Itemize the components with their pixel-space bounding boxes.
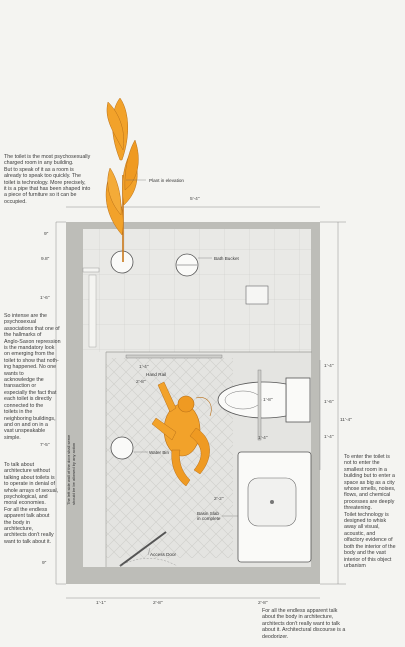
label-water-bin: Water Bin xyxy=(149,450,169,455)
label-hand-rail: Hand Rail xyxy=(146,372,167,377)
dim-in-22: 2'-2" xyxy=(214,497,224,502)
dim-right-total: 11'-4" xyxy=(340,418,352,423)
dim-right-14b: 1'-4" xyxy=(324,435,334,440)
label-access-door: Access Door xyxy=(150,552,177,557)
left-floor-strip xyxy=(83,352,106,567)
hand-rail-right xyxy=(257,369,262,441)
dim-top-width: 5'-4" xyxy=(190,197,200,202)
person-figure xyxy=(151,381,212,487)
dim-bot-28b: 2'-8" xyxy=(258,601,268,606)
hand-rail-top xyxy=(125,354,223,359)
toilet-tank xyxy=(285,377,311,423)
access-door-swing xyxy=(119,558,178,567)
plant-pot xyxy=(110,250,134,274)
bath-area xyxy=(83,229,311,352)
wall-fixture xyxy=(245,285,269,305)
access-door-leaf xyxy=(119,531,167,567)
dim-right-14a: 1'-4" xyxy=(324,364,334,369)
toilet-bowl xyxy=(217,381,287,419)
dim-in-28: 2'-8" xyxy=(136,380,146,385)
dim-left-9: 9" xyxy=(44,232,49,237)
note-psyche: So intense are the psychosexual associat… xyxy=(4,313,61,441)
dim-in-14c: 1'-4" xyxy=(258,436,268,441)
dim-bot-11: 1'-1" xyxy=(96,601,106,606)
dim-left-9b: 9" xyxy=(42,561,47,566)
dim-in-14: 1'-4" xyxy=(139,365,149,370)
label-plant: Plant in elevation xyxy=(149,178,184,183)
dim-left-98: 9.8" xyxy=(41,257,50,262)
plant-in-elevation xyxy=(105,97,139,262)
note-intro: The toilet is the most psychosexually ch… xyxy=(4,154,91,205)
note-enter: To enter the toilet is not to enter the … xyxy=(344,454,396,569)
dim-left-16: 1'-6" xyxy=(40,296,50,301)
label-wall-note: The left side wall of the door shall ser… xyxy=(66,434,76,505)
dim-in-18: 1'-8" xyxy=(263,398,273,403)
label-bath-bucket: Bath Bucket xyxy=(214,256,239,261)
label-basin-slab: Basin Slab in complete xyxy=(197,511,221,521)
note-denial: To talk about architecture without talki… xyxy=(4,462,59,545)
dim-bot-28: 2'-8" xyxy=(153,601,163,606)
note-bottom: For all the endless apparent talk about … xyxy=(262,608,346,640)
dim-right-16: 1'-6" xyxy=(324,400,334,405)
dim-left-75: 7'-5" xyxy=(40,443,50,448)
water-bin xyxy=(110,436,134,460)
